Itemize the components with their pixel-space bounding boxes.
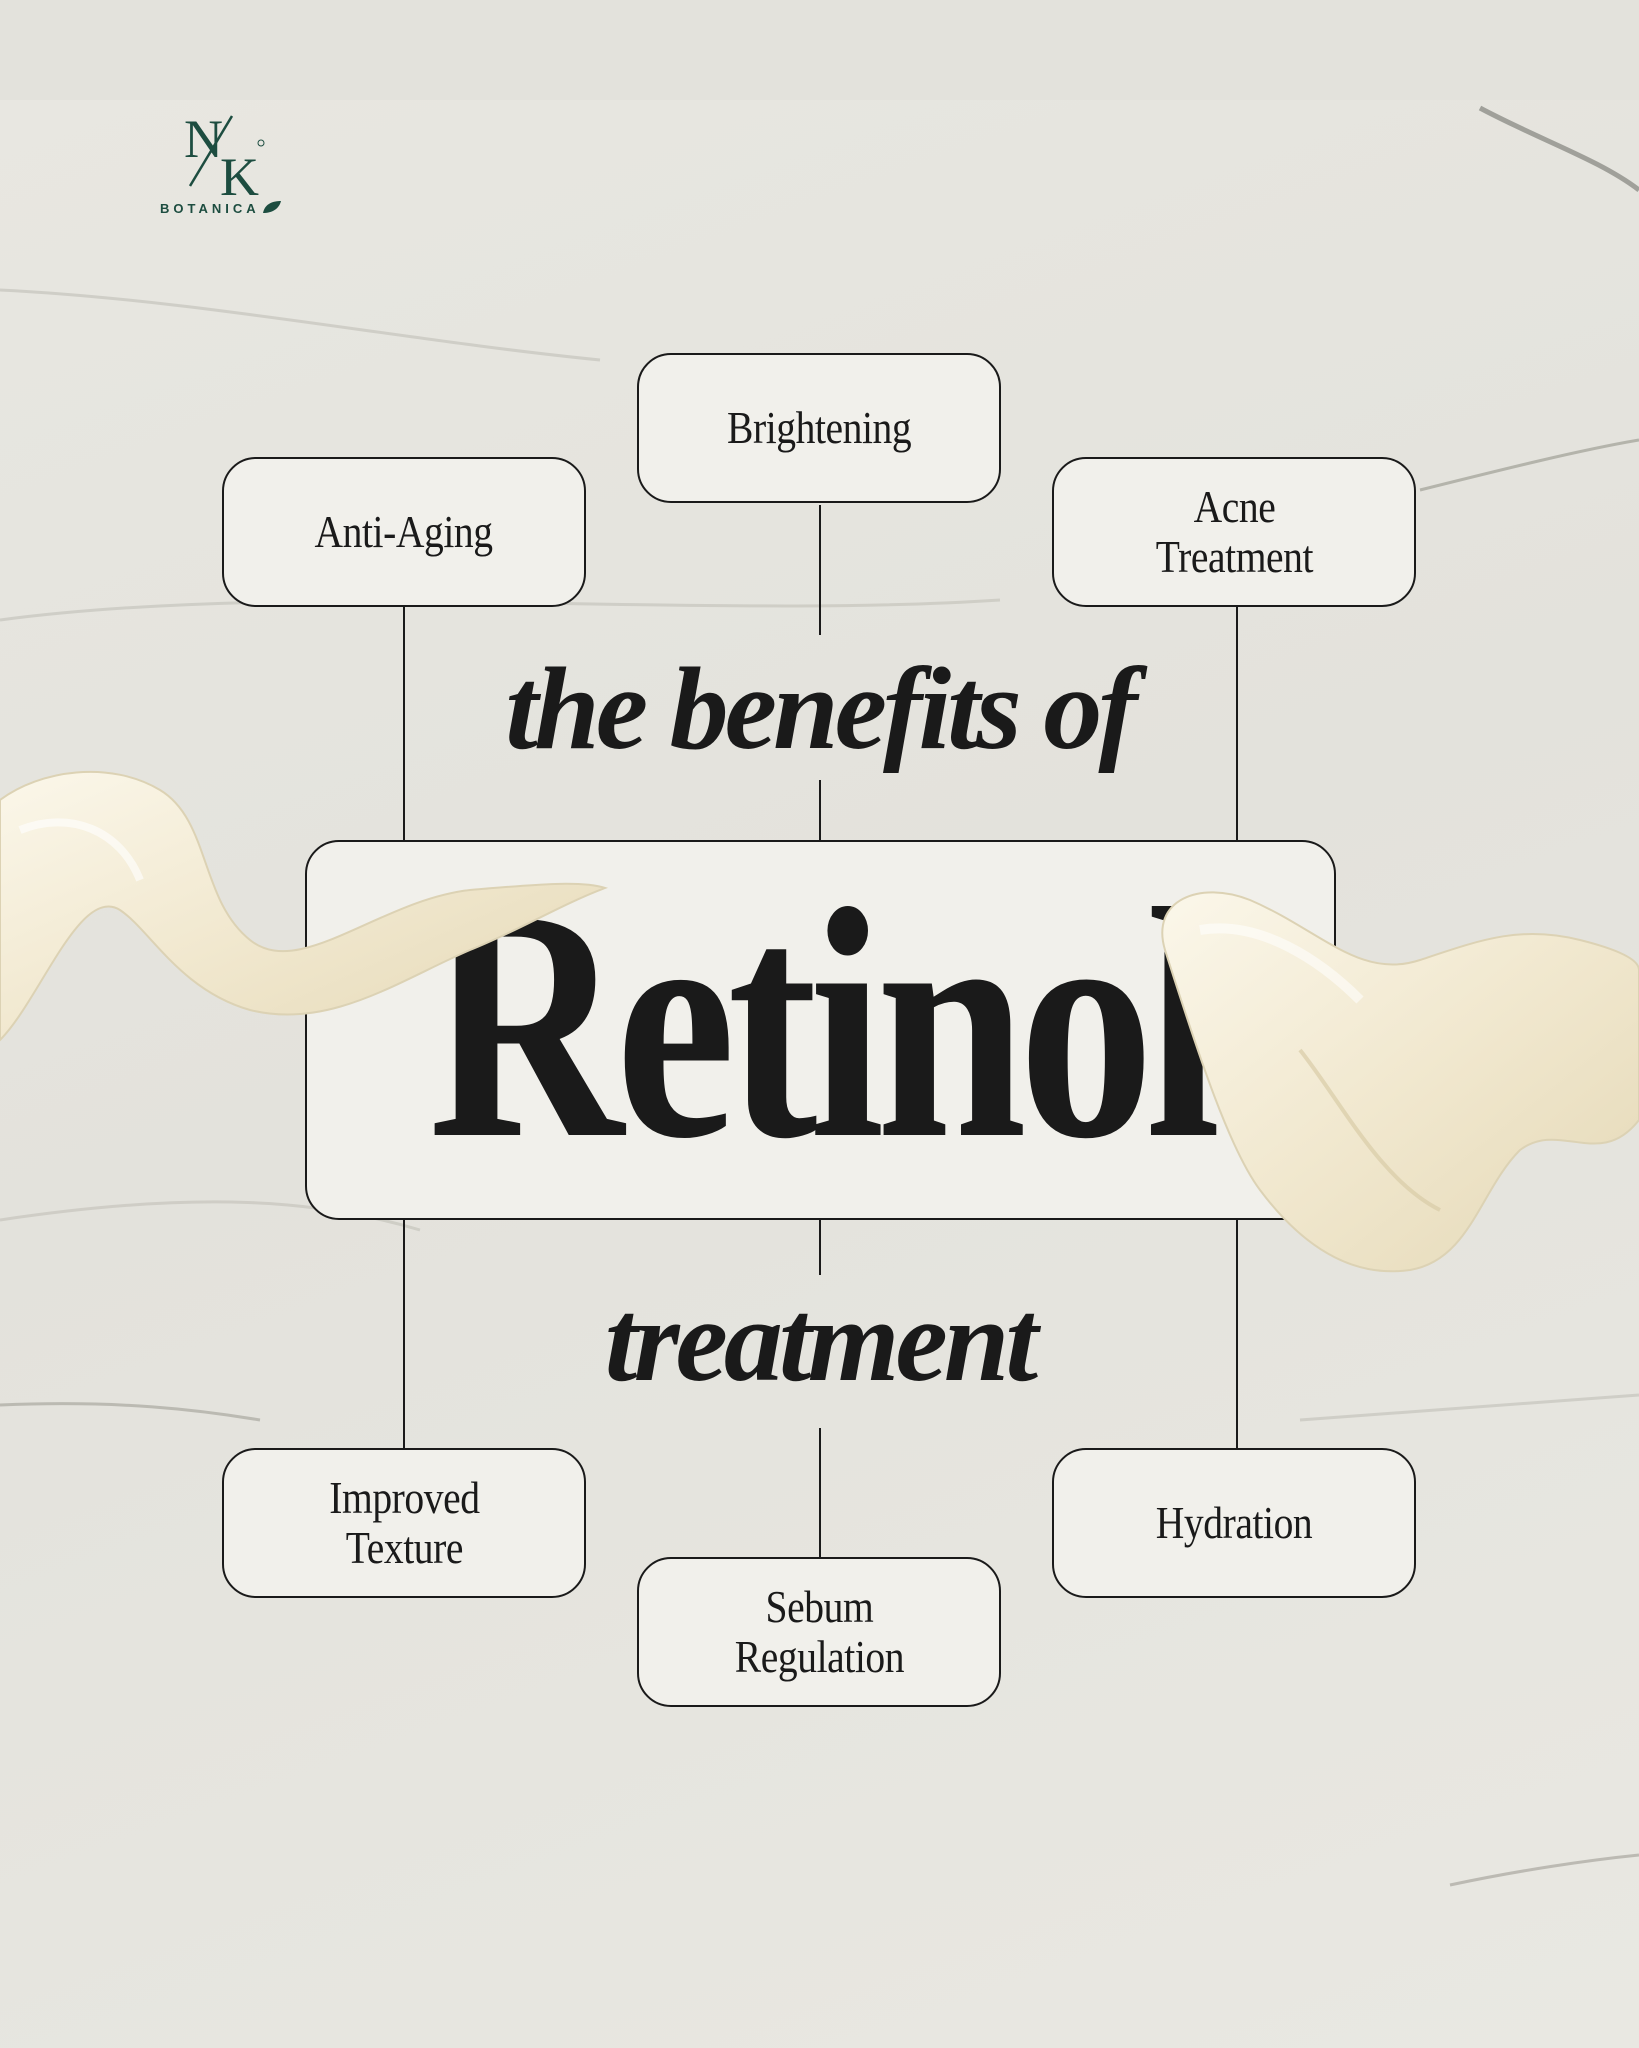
connector-lines [403,505,1238,1557]
benefit-sebum-regulation: Sebum Regulation [637,1557,1001,1707]
benefit-acne-treatment: Acne Treatment [1052,457,1416,607]
paper-creases [0,105,1639,1887]
benefit-label: Improved Texture [328,1472,480,1573]
benefit-hydration: Hydration [1052,1448,1416,1598]
logo-slash-icon [188,115,265,187]
benefit-brightening: Brightening [637,353,1001,503]
logo-wordmark: BOTANICA [160,201,260,216]
benefit-label: Sebum Regulation [734,1581,904,1682]
headline-top: the benefits of [505,643,1137,774]
benefit-label: Acne Treatment [1155,481,1313,582]
top-band [0,0,1639,100]
logo-letter-k: K [220,147,259,207]
benefit-label: Hydration [1155,1497,1313,1548]
benefit-improved-texture: Improved Texture [222,1448,586,1598]
leaf-icon [263,201,281,213]
cream-swirl-right [1161,891,1639,1273]
benefit-label: Anti-Aging [314,506,494,557]
benefit-anti-aging: Anti-Aging [222,457,586,607]
logo-letter-n: N [184,109,223,169]
main-title: Retinol [428,842,1221,1207]
cream-swirl-left [0,770,609,1042]
headline-bottom: treatment [604,1275,1038,1406]
benefit-label: Brightening [726,402,912,453]
brand-logo: N K BOTANICA [160,108,282,218]
